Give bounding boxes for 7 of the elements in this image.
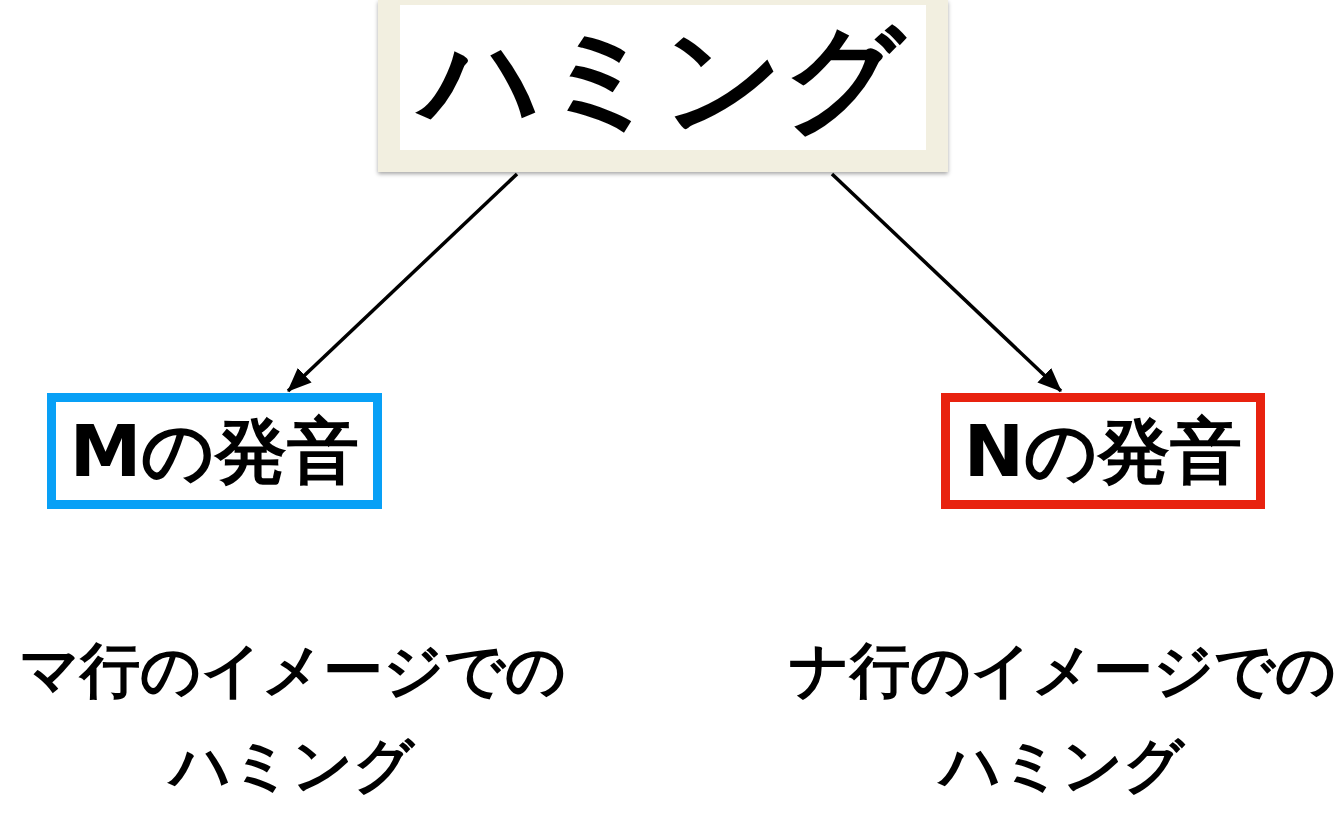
outlined-box: Nの発音	[941, 393, 1265, 509]
arrow	[286, 172, 519, 393]
outlined-box: Mの発音	[47, 393, 382, 509]
arrow	[830, 172, 1063, 393]
description-text: ナ行のイメージでのハミング	[787, 634, 1337, 802]
description-text: マ行のイメージでのハミング	[17, 634, 567, 802]
heading-box: ハミング	[378, 0, 948, 172]
